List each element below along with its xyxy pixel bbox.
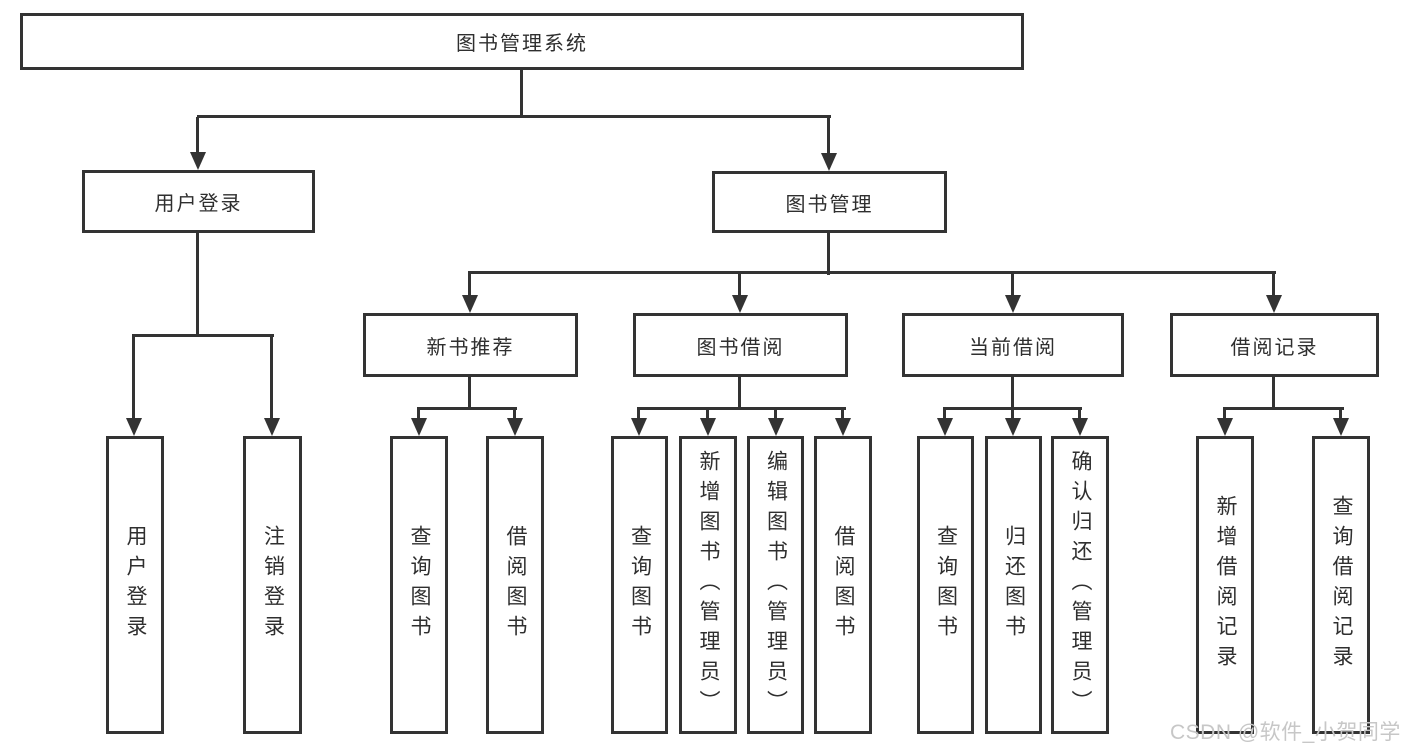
leaf-edit-book-admin: 编辑图书（管理员）: [747, 436, 804, 734]
leaf-return-book: 归还图书: [985, 436, 1042, 734]
arrow-head: [1072, 418, 1088, 436]
arrow-head: [1005, 295, 1021, 313]
node-current-borrow: 当前借阅: [902, 313, 1124, 377]
connector-to-leaf-return-book: [1011, 408, 1014, 421]
arrow-head: [937, 418, 953, 436]
leaf-query-borrow-record: 查询借阅记录: [1312, 436, 1370, 734]
connector-book-management-stub: [827, 233, 830, 275]
connector-new-book-recommend-stub: [468, 377, 471, 410]
connector-to-book-borrow: [738, 272, 741, 298]
leaf-borrow-books-1: 借阅图书: [486, 436, 544, 734]
connector-to-leaf-logout: [270, 335, 273, 421]
connector-to-leaf-query-books-3: [943, 408, 946, 421]
connector-level3-rail: [468, 271, 1276, 274]
arrow-head: [631, 418, 647, 436]
arrow-head: [190, 152, 206, 170]
node-root-system: 图书管理系统: [20, 13, 1024, 70]
connector-to-leaf-add-book: [706, 408, 709, 421]
connector-to-current-borrow: [1011, 272, 1014, 298]
arrow-head: [821, 153, 837, 171]
arrow-head: [462, 295, 478, 313]
arrow-head: [835, 418, 851, 436]
arrow-head: [507, 418, 523, 436]
connector-to-leaf-query-books-2: [637, 408, 640, 421]
arrow-head: [264, 418, 280, 436]
connector-to-leaf-edit-book: [774, 408, 777, 421]
connector-to-leaf-user-login: [132, 335, 135, 421]
node-book-borrow: 图书借阅: [633, 313, 848, 377]
leaf-query-books-2: 查询图书: [611, 436, 668, 734]
leaf-query-books-1: 查询图书: [390, 436, 448, 734]
connector-book-borrow-rail: [637, 407, 846, 410]
connector-current-borrow-stub: [1011, 377, 1014, 410]
connector-to-leaf-query-books-1: [417, 408, 420, 421]
node-book-management: 图书管理: [712, 171, 947, 233]
leaf-user-login: 用户登录: [106, 436, 164, 734]
connector-to-book-management: [827, 117, 830, 155]
csdn-watermark: CSDN @软件_小贺同学: [1170, 721, 1401, 744]
connector-new-book-recommend-rail: [417, 407, 517, 410]
leaf-borrow-books-2: 借阅图书: [814, 436, 872, 734]
connector-book-borrow-stub: [738, 377, 741, 410]
leaf-logout: 注销登录: [243, 436, 302, 734]
arrow-head: [126, 418, 142, 436]
connector-to-leaf-query-borrow-record: [1339, 408, 1342, 421]
arrow-head: [700, 418, 716, 436]
node-borrow-records: 借阅记录: [1170, 313, 1379, 377]
connector-to-user-login: [196, 117, 199, 155]
connector-to-leaf-confirm-return: [1078, 408, 1081, 421]
connector-borrow-records-stub: [1272, 377, 1275, 410]
connector-to-leaf-add-borrow-record: [1223, 408, 1226, 421]
arrow-head: [411, 418, 427, 436]
connector-user-login-rail: [132, 334, 274, 337]
arrow-head: [1333, 418, 1349, 436]
connector-user-login-stub: [196, 233, 199, 337]
leaf-add-borrow-record: 新增借阅记录: [1196, 436, 1254, 734]
arrow-head: [768, 418, 784, 436]
arrow-head: [1217, 418, 1233, 436]
connector-root-stub: [520, 68, 523, 118]
leaf-query-books-3: 查询图书: [917, 436, 974, 734]
connector-borrow-records-rail: [1223, 407, 1344, 410]
leaf-add-book-admin: 新增图书（管理员）: [679, 436, 737, 734]
leaf-confirm-return-admin: 确认归还（管理员）: [1051, 436, 1109, 734]
arrow-head: [1005, 418, 1021, 436]
node-new-book-recommend: 新书推荐: [363, 313, 578, 377]
connector-to-new-book-recommend: [468, 272, 471, 298]
node-user-login: 用户登录: [82, 170, 315, 233]
connector-to-borrow-records: [1272, 272, 1275, 298]
arrow-head: [732, 295, 748, 313]
connector-to-leaf-borrow-books-1: [513, 408, 516, 421]
arrow-head: [1266, 295, 1282, 313]
connector-level2-rail: [197, 115, 831, 118]
connector-to-leaf-borrow-books-2: [841, 408, 844, 421]
